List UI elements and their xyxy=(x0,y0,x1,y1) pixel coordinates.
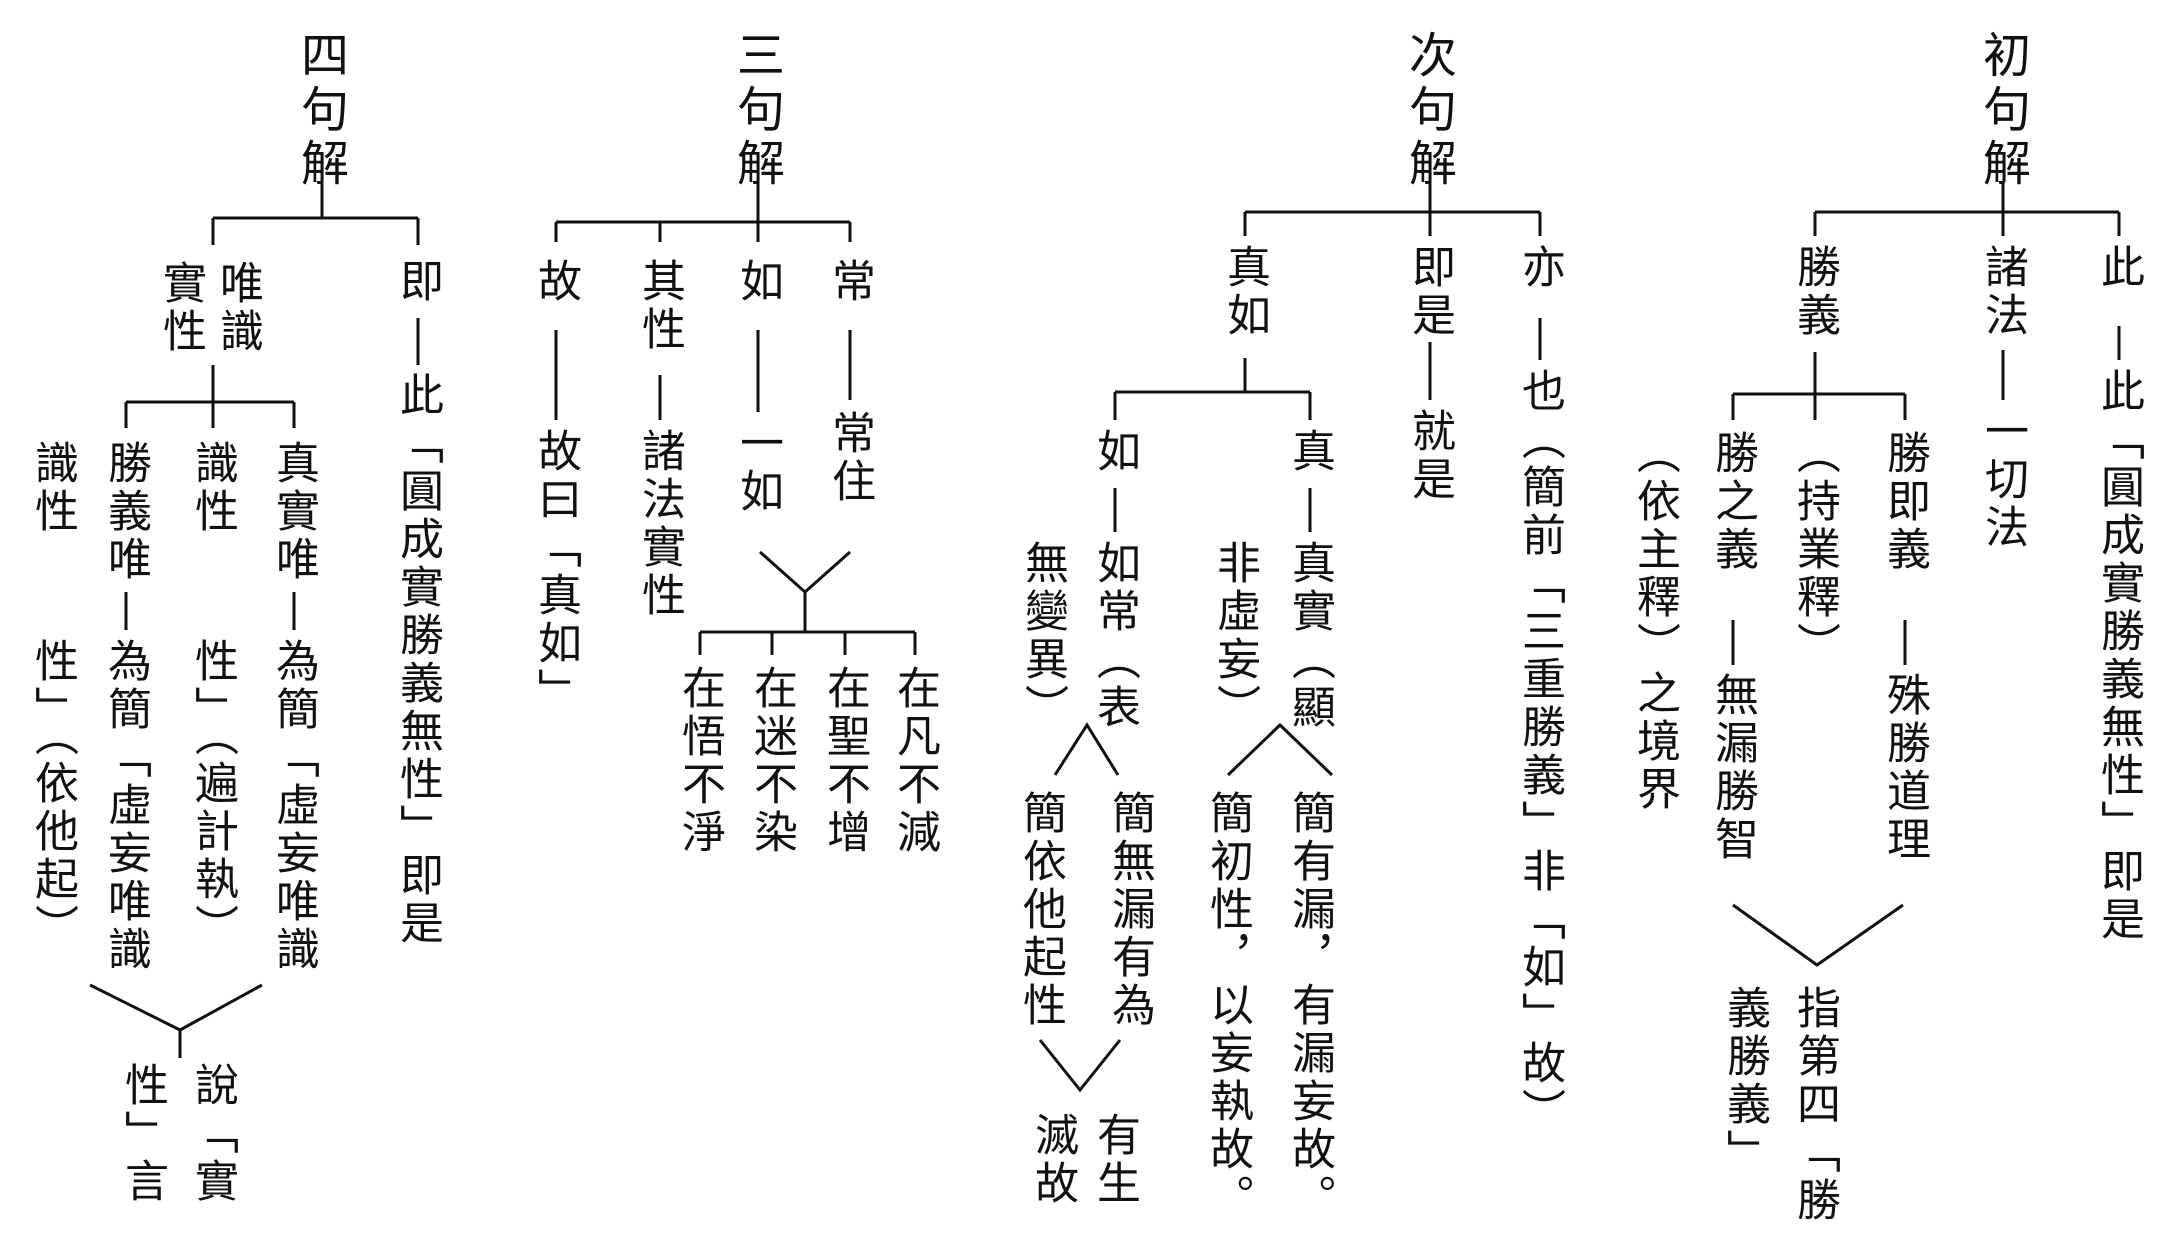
ch4-b-head-1: 唯識 xyxy=(212,260,263,356)
ch3-a-head: 常 xyxy=(824,258,875,306)
ch3-b-leaf-2: 在聖不增 xyxy=(819,665,870,857)
ch1-c3-head: 勝之義 xyxy=(1707,430,1758,574)
ch3-b-leaf-3: 在迷不染 xyxy=(746,665,797,857)
ch2-c2-chevron-bottom xyxy=(1038,1039,1122,1093)
ch4-b3-body: 為簡「虛妄唯識 xyxy=(100,638,151,974)
ch3-b-head: 如 xyxy=(732,258,783,306)
ch4-title: 四句解 xyxy=(292,30,348,192)
ch2-c2-body: 如常（表 xyxy=(1089,540,1140,732)
ch4-a-head: 即 xyxy=(392,258,443,306)
ch3-b-leaf-4: 在悟不淨 xyxy=(674,665,725,857)
ch1-c-conclusion-2: 義勝義」 xyxy=(1719,985,1770,1177)
ch2-c1-leaf-1: 簡有漏，有漏妄故。 xyxy=(1284,790,1335,1222)
ch1-c-head: 勝義 xyxy=(1789,244,1840,340)
ch2-c-head: 真如 xyxy=(1219,244,1270,340)
ch2-c2-leaf-1: 簡無漏有為 xyxy=(1104,790,1155,1030)
ch3-d-body: 故曰「真如」 xyxy=(530,428,581,716)
ch1-a-body: 此「圓成實勝義無性」即是 xyxy=(2093,368,2144,944)
ch1-c3-body: 無漏勝智 xyxy=(1707,672,1758,864)
ch2-title: 次句解 xyxy=(1400,30,1456,192)
ch1-title: 初句解 xyxy=(1974,30,2030,192)
ch3-c-head: 其性 xyxy=(634,258,685,354)
ch2-c1-head: 真 xyxy=(1284,428,1335,476)
ch3-a-body: 常住 xyxy=(824,410,875,506)
ch2-b-head: 即是 xyxy=(1404,244,1455,340)
ch3-chevron xyxy=(759,550,851,595)
ch1-c1-body: 殊勝道理 xyxy=(1879,672,1930,864)
ch4-b1-head: 真實唯 xyxy=(268,440,319,584)
ch1-c4: （依主釋）之境界 xyxy=(1629,430,1680,814)
ch2-c2-chevron-top xyxy=(1053,722,1120,776)
ch2-b-body: 就是 xyxy=(1404,408,1455,504)
ch4-b-head-2: 實性 xyxy=(155,260,206,356)
ch4-a-body: 此「圓成實勝義無性」即是 xyxy=(392,372,443,948)
ch3-title: 三句解 xyxy=(728,30,784,192)
ch1-c1-head: 勝即義 xyxy=(1879,430,1930,574)
ch1-c-conclusion-1: 指第四「勝 xyxy=(1789,985,1840,1225)
ch4-b3-sub: 識性 xyxy=(27,440,78,536)
ch4-b3-head: 勝義唯 xyxy=(100,440,151,584)
ch1-b-body: 一切法 xyxy=(1977,408,2028,552)
ch4-b3-tail: 性」（依他起） xyxy=(27,638,78,952)
ch4-conclusion-1: 說「實 xyxy=(187,1062,238,1206)
ch4-b1-body: 為簡「虛妄唯識 xyxy=(268,638,319,974)
ch2-c2-leaf-2: 簡依他起性 xyxy=(1015,790,1066,1030)
ch2-c2-sub: 無變異） xyxy=(1017,540,1068,732)
ch4-conclusion-2: 性」言 xyxy=(117,1062,168,1206)
ch3-b-leaf-1: 在凡不減 xyxy=(889,665,940,857)
ch2-c1-leaf-2: 簡初性，以妄執故。 xyxy=(1202,790,1253,1222)
ch1-c2: （持業釋） xyxy=(1789,430,1840,670)
ch1-chevron xyxy=(1732,903,1904,967)
ch2-c2-conclusion-1: 有生 xyxy=(1089,1112,1140,1208)
ch4-b2-head: 識性 xyxy=(187,440,238,536)
ch2-c2-conclusion-2: 滅故 xyxy=(1027,1112,1078,1208)
ch1-b-head: 諸法 xyxy=(1977,244,2028,340)
ch3-d-head: 故 xyxy=(530,258,581,306)
ch4-chevron xyxy=(89,983,263,1032)
ch1-a-head: 此 xyxy=(2093,244,2144,292)
ch2-c1-chevron xyxy=(1226,722,1334,777)
ch3-c-body: 諸法實性 xyxy=(634,428,685,620)
ch2-a-body: 也（簡前「三重勝義」非「如」故） xyxy=(1514,368,1565,1136)
ch3-b-body: 一如 xyxy=(732,420,783,516)
ch4-b1-sub: 性」（遍計執） xyxy=(187,638,238,952)
ch2-c1-body: 真實（顯 xyxy=(1284,540,1335,732)
ch2-c1-sub: 非虛妄） xyxy=(1209,540,1260,732)
ch2-a-head: 亦 xyxy=(1514,244,1565,292)
ch2-c2-head: 如 xyxy=(1089,428,1140,476)
